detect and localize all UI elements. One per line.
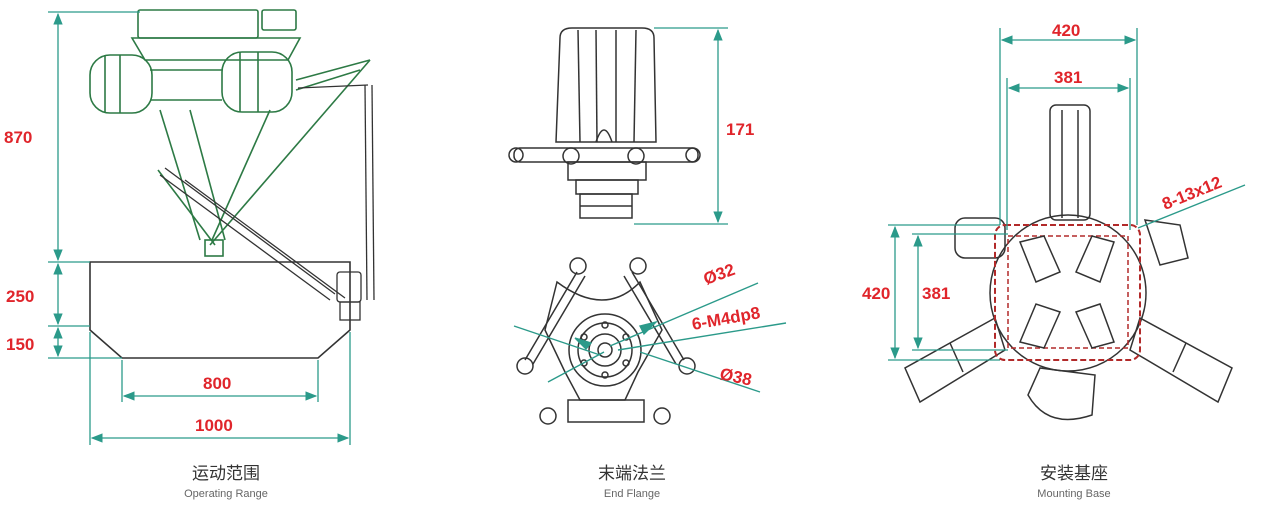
dim-height-250: 250: [6, 287, 34, 306]
flange-callout-lines: [513, 282, 787, 393]
end-flange-panel: 171: [508, 27, 787, 500]
mounting-base-caption-en: Mounting Base: [1037, 488, 1110, 500]
dim-base-inner-height: 381: [922, 284, 950, 303]
dim-base-holes: 8-13x12: [1159, 173, 1224, 214]
mounting-base-dimensions: [888, 28, 1246, 361]
dim-flange-diameter-38: Ø38: [718, 364, 753, 389]
dim-height-150: 150: [6, 335, 34, 354]
operating-range-caption-en: Operating Range: [184, 488, 268, 500]
dim-base-inner-width: 381: [1054, 68, 1082, 87]
flange-height-dimension: [634, 27, 728, 225]
flange-side-view: [508, 27, 701, 219]
flange-bottom-view: [516, 257, 696, 425]
operating-vertical-dimensions: [48, 11, 140, 359]
dim-flange-diameter-32: Ø32: [701, 260, 738, 289]
end-flange-caption-en: End Flange: [604, 488, 660, 500]
workspace-volume-outline: [89, 261, 351, 359]
dim-height-870: 870: [4, 128, 32, 147]
operating-horizontal-dimensions: [89, 332, 351, 445]
operating-range-caption-cn: 运动范围: [192, 464, 260, 484]
dim-base-outer-height: 420: [862, 284, 890, 303]
mounting-base-caption-cn: 安装基座: [1040, 464, 1108, 484]
mounting-base-panel: 420 381 420 381 8-13x12 安装基座 Mounting Ba…: [862, 21, 1246, 500]
dim-base-outer-width: 420: [1052, 21, 1080, 40]
dim-width-1000: 1000: [195, 416, 233, 435]
robot-arm-extended: [159, 84, 375, 321]
delta-robot-drawing: [89, 9, 371, 257]
mounting-base-drawing: [904, 104, 1233, 421]
end-flange-caption-cn: 末端法兰: [598, 464, 666, 484]
dim-flange-height-171: 171: [726, 120, 754, 139]
dim-width-800: 800: [203, 374, 231, 393]
operating-range-panel: 870 250 150 800 1000 运动范围 Operating Rang…: [4, 9, 375, 500]
